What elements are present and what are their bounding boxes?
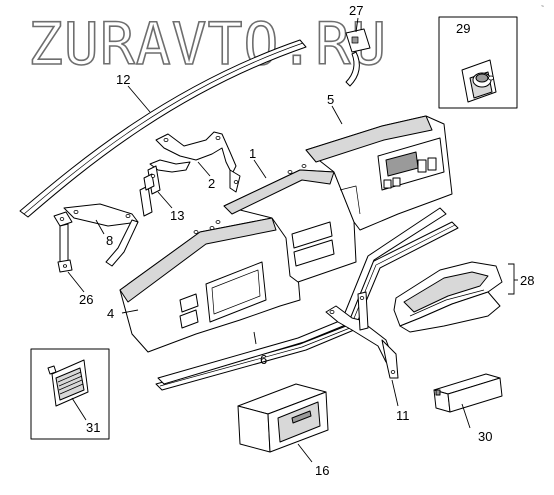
watermark-text: ZURAVTO.RU: [28, 10, 387, 78]
part-12-trim-strip: [19, 39, 307, 218]
part-27-clip: [345, 28, 371, 87]
part-31-vent-inset: [30, 348, 110, 440]
part-30-blank-cover: [433, 373, 503, 413]
callout-31: 31: [86, 420, 100, 435]
callout-26: 26: [79, 292, 93, 307]
callout-11: 11: [396, 408, 410, 423]
callout-27: 27: [349, 3, 363, 18]
callout-13: 13: [170, 208, 184, 223]
corner-mark: ~: [541, 4, 544, 10]
callout-labels: 1 2 4 5 6 8 11 12 13 16 26 27 28 29 30 3…: [79, 3, 534, 478]
callout-1: 1: [249, 146, 256, 161]
part-4-dash-panel-left: [119, 217, 301, 353]
part-8-bracket: [63, 203, 139, 267]
callout-2: 2: [208, 176, 215, 191]
callout-16: 16: [315, 463, 329, 478]
callout-5: 5: [327, 92, 334, 107]
callout-12: 12: [116, 72, 130, 87]
callout-29: 29: [456, 21, 470, 36]
part-28-tray: [393, 261, 503, 333]
part-29-switch-inset: [438, 16, 518, 109]
callout-28: 28: [520, 273, 534, 288]
callout-30: 30: [478, 429, 492, 444]
part-11-bracket: [325, 291, 399, 379]
part-5-cluster-hood: [305, 115, 453, 231]
leader-lines: [67, 17, 518, 463]
part-2-bracket: [149, 131, 241, 193]
part-1-dash-panel-center: [223, 164, 357, 283]
callout-8: 8: [106, 233, 113, 248]
part-13-bracket: [139, 165, 161, 217]
part-16-storage-box: [237, 383, 329, 453]
callout-4: 4: [107, 306, 114, 321]
callout-6: 6: [260, 352, 267, 367]
part-26-strap: [53, 211, 73, 273]
